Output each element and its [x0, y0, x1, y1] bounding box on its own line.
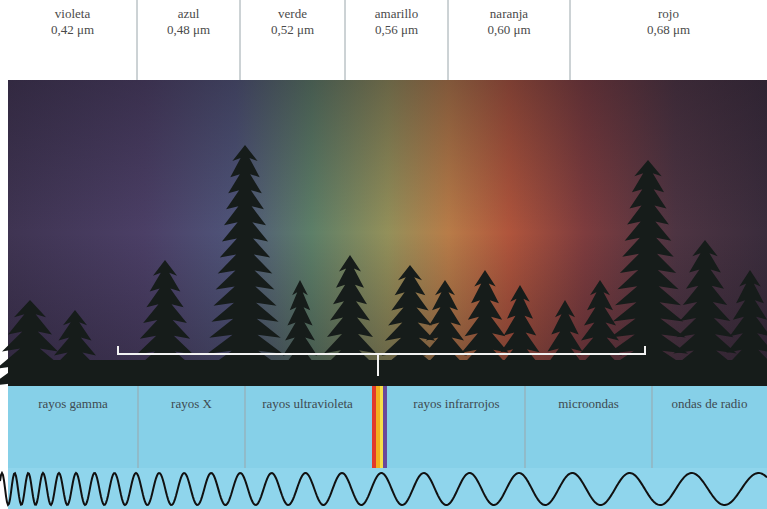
band-name: ondas de radio — [672, 396, 748, 412]
band-name: rojo — [658, 6, 679, 22]
wavelength-value: 0,48 μm — [167, 22, 210, 38]
region-label: microondas — [525, 386, 652, 468]
wave-band — [8, 468, 767, 509]
photo-shade — [8, 80, 767, 386]
spectrum-band — [8, 386, 767, 468]
wavelength-value: 0,42 μm — [51, 22, 94, 38]
band-label: naranja0,60 μm — [448, 0, 570, 70]
band-name: amarillo — [375, 6, 418, 22]
cell-dividers — [137, 0, 652, 468]
wavelength-value: 0,68 μm — [647, 22, 690, 38]
region-label: rayos X — [138, 386, 245, 468]
band-name: azul — [178, 6, 200, 22]
visible-strip — [372, 386, 387, 468]
region-label: rayos gamma — [8, 386, 138, 468]
band-name: violeta — [55, 6, 90, 22]
bracket — [118, 346, 645, 376]
region-label: ondas de radio — [652, 386, 767, 468]
band-label: azul0,48 μm — [137, 0, 240, 70]
region-label: rayos ultravioleta — [245, 386, 370, 468]
band-label: amarillo0,56 μm — [345, 0, 448, 70]
band-name: rayos X — [171, 396, 212, 412]
band-name: microondas — [558, 396, 619, 412]
band-name: rayos ultravioleta — [262, 396, 353, 412]
band-label: rojo0,68 μm — [570, 0, 767, 70]
tree-silhouettes — [0, 145, 767, 386]
wavelength-value: 0,60 μm — [487, 22, 530, 38]
band-label: violeta0,42 μm — [8, 0, 137, 70]
pine-tree — [203, 145, 287, 386]
wavelength-value: 0,56 μm — [375, 22, 418, 38]
band-name: rayos gamma — [38, 396, 108, 412]
region-label: rayos infrarrojos — [388, 386, 525, 468]
band-name: naranja — [490, 6, 528, 22]
rainbow-photo — [8, 80, 767, 386]
wave-line — [0, 473, 767, 505]
forest-floor — [8, 360, 767, 386]
band-label: verde0,52 μm — [240, 0, 345, 70]
wavelength-value: 0,52 μm — [271, 22, 314, 38]
band-name: rayos infrarrojos — [413, 396, 499, 412]
band-name: verde — [278, 6, 307, 22]
